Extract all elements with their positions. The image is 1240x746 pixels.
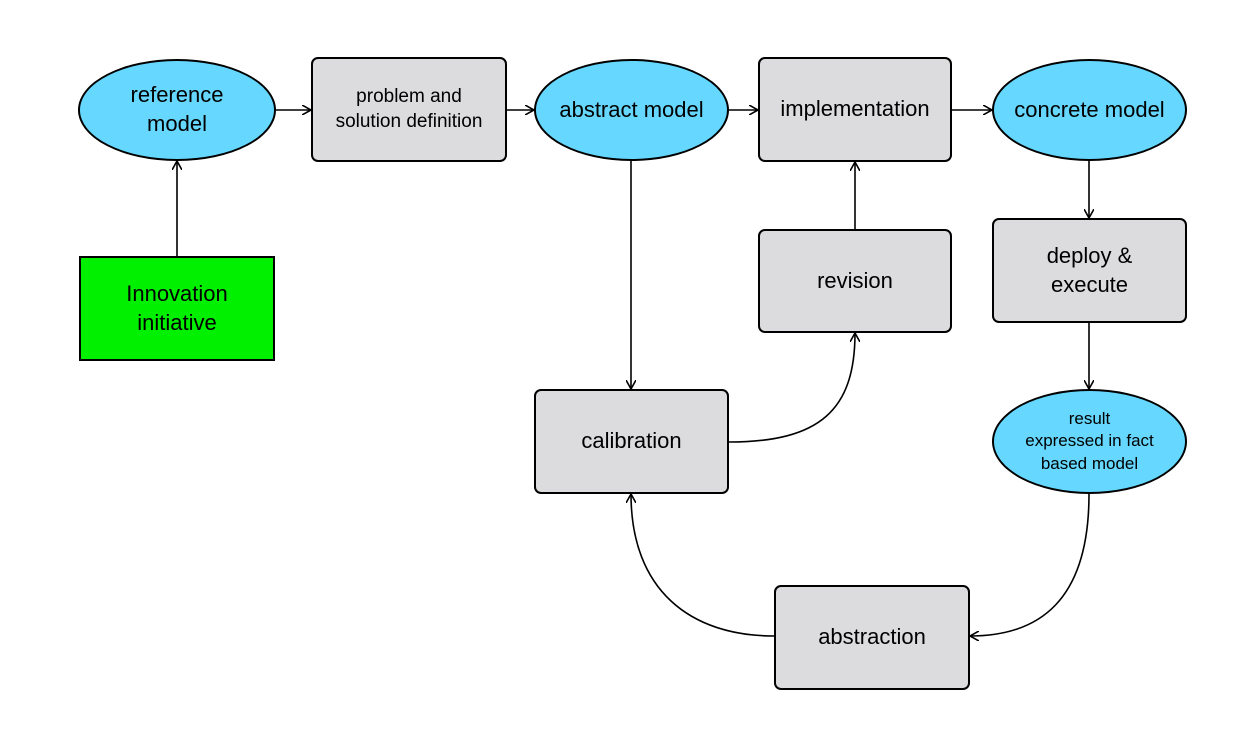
connector-result-to-abstraction xyxy=(970,493,1090,636)
problem-solution-definition-node: problem and solution definition xyxy=(311,57,507,162)
deploy-execute-node: deploy & execute xyxy=(992,218,1187,323)
abstraction-node: abstraction xyxy=(774,585,970,690)
calibration-node: calibration xyxy=(534,389,729,494)
abstract-model-node: abstract model xyxy=(534,59,729,161)
revision-node: revision xyxy=(758,229,952,333)
concrete-model-node: concrete model xyxy=(992,59,1187,161)
connector-calibration-to-revision xyxy=(728,333,855,443)
innovation-initiative-node: Innovation initiative xyxy=(79,256,275,361)
result-fact-based-model-node: result expressed in fact based model xyxy=(992,389,1187,494)
implementation-node: implementation xyxy=(758,57,952,162)
reference-model-node: reference model xyxy=(78,59,276,161)
connector-abstraction-to-calibration xyxy=(631,494,775,637)
